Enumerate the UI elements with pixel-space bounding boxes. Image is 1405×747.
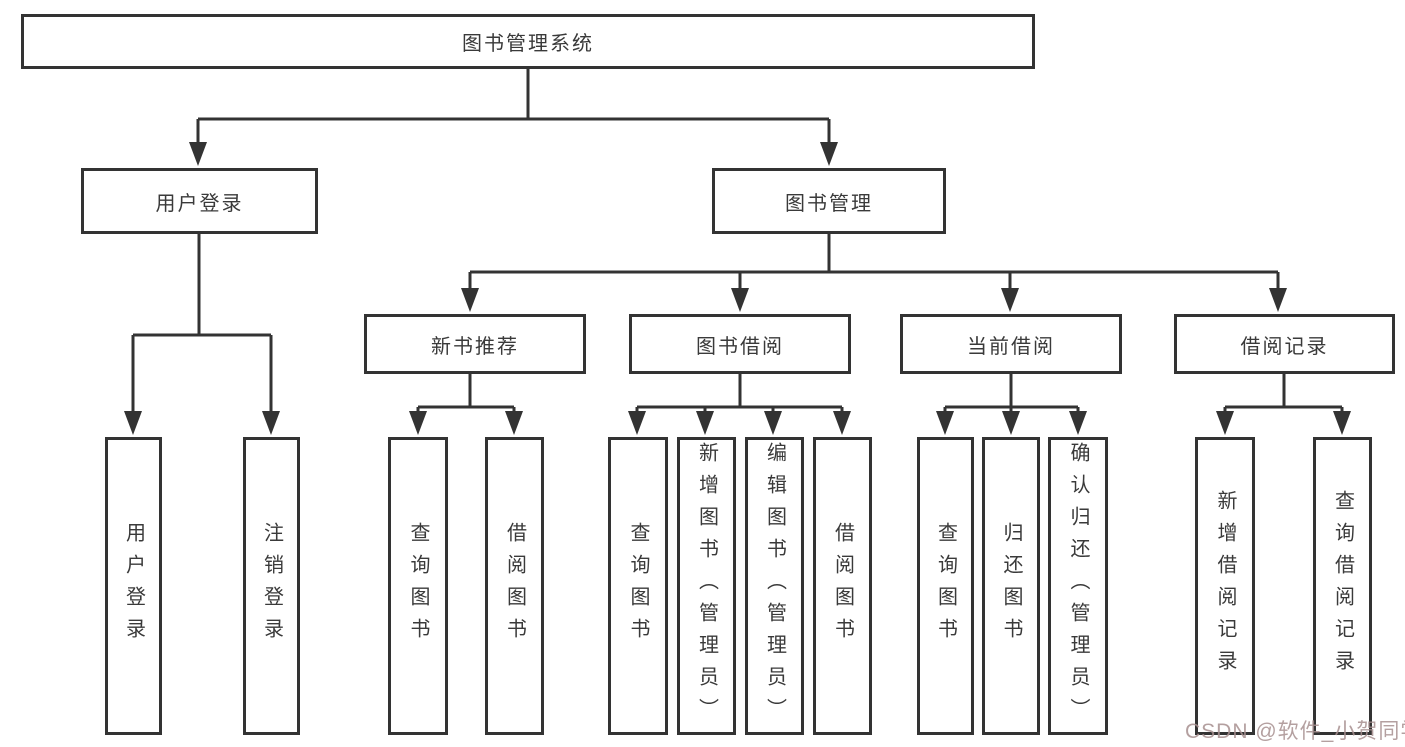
leaf-add-borrow-record: 新增借阅记录 — [1195, 437, 1255, 735]
leaf-label: 查询图书 — [627, 522, 649, 650]
leaf-user-login: 用户登录 — [105, 437, 162, 735]
node-label: 新书推荐 — [431, 335, 519, 358]
csdn-watermark: CSDN @软件_小贺同学 — [1185, 720, 1405, 743]
connector-lines — [131, 69, 1344, 414]
leaf-label: 借阅图书 — [503, 522, 526, 650]
leaf-label: 查询图书 — [934, 522, 957, 650]
leaf-return-books: 归还图书 — [982, 437, 1040, 735]
node-library-management-system: 图书管理系统 — [21, 14, 1035, 69]
leaf-query-books-current: 查询图书 — [917, 437, 974, 735]
node-current-borrowing: 当前借阅 — [900, 314, 1122, 374]
arrowhead-icons — [124, 142, 1351, 435]
node-label: 图书借阅 — [696, 335, 784, 358]
leaf-logout: 注销登录 — [243, 437, 300, 735]
leaf-label: 新增图书（管理员） — [695, 442, 718, 730]
leaf-label: 确认归还（管理员） — [1067, 442, 1089, 730]
leaf-confirm-return-admin: 确认归还（管理员） — [1048, 437, 1108, 735]
leaf-label: 查询借阅记录 — [1331, 490, 1354, 682]
leaf-label: 用户登录 — [122, 522, 145, 650]
leaf-add-books-admin: 新增图书（管理员） — [677, 437, 736, 735]
leaf-label: 借阅图书 — [831, 522, 854, 650]
node-label: 用户登录 — [155, 192, 244, 215]
leaf-borrow-books: 借阅图书 — [813, 437, 872, 735]
node-book-borrowing: 图书借阅 — [629, 314, 851, 374]
leaf-query-books-recommend: 查询图书 — [388, 437, 448, 735]
leaf-edit-books-admin: 编辑图书（管理员） — [745, 437, 804, 735]
leaf-borrow-books-recommend: 借阅图书 — [485, 437, 544, 735]
leaf-label: 查询图书 — [407, 522, 429, 650]
node-label: 借阅记录 — [1240, 335, 1329, 358]
leaf-label: 注销登录 — [260, 522, 283, 650]
node-borrowing-records: 借阅记录 — [1174, 314, 1395, 374]
leaf-label: 归还图书 — [1000, 522, 1022, 650]
node-new-book-recommendation: 新书推荐 — [364, 314, 586, 374]
leaf-label: 编辑图书（管理员） — [763, 442, 786, 730]
leaf-label: 新增借阅记录 — [1214, 490, 1236, 682]
node-label: 图书管理系统 — [462, 33, 594, 55]
node-book-management: 图书管理 — [712, 168, 946, 234]
leaf-query-books-borrowing: 查询图书 — [608, 437, 668, 735]
node-label: 当前借阅 — [967, 335, 1055, 358]
leaf-query-borrow-record: 查询借阅记录 — [1313, 437, 1372, 735]
node-label: 图书管理 — [785, 192, 873, 215]
node-user-login: 用户登录 — [81, 168, 318, 234]
